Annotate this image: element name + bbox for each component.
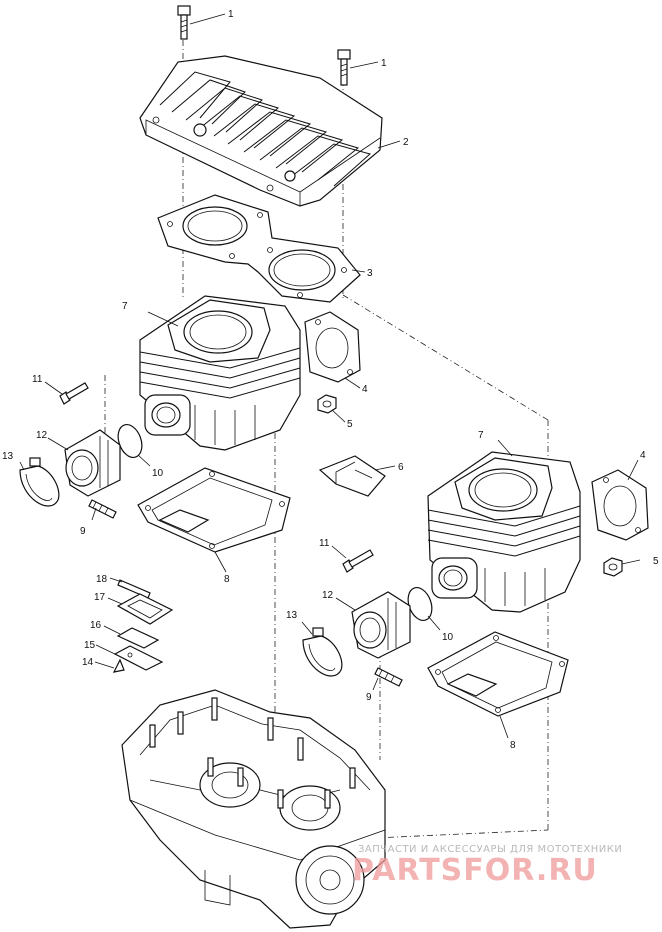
watermark-brand: PARTSFOR.RU [352,853,598,888]
watermark-tagline: ЗАПЧАСТИ И АКСЕССУАРЫ ДЛЯ МОТОТЕХНИКИ [358,844,622,855]
exhaust-gasket-left [304,311,361,383]
crankcase [121,689,386,929]
base-gasket-right [427,631,569,717]
callout-16: 16 [90,620,102,631]
callout-8-right: 8 [510,740,516,751]
callout-9-right: 9 [366,692,372,703]
callout-17: 17 [94,592,106,603]
cylinder-left [139,295,301,451]
callout-18: 18 [96,574,108,585]
clamp-left [19,457,60,507]
head-bolt-right [337,49,351,86]
reed-stop-screw [117,579,151,599]
callout-9-left: 9 [80,526,86,537]
callout-15: 15 [84,640,96,651]
callout-5-left: 5 [347,419,353,430]
callout-14: 14 [82,657,94,668]
reed-plate [113,645,164,671]
callout-3: 3 [367,268,373,279]
callout-11-left: 11 [32,374,43,385]
intake-adapter-right [351,591,411,659]
watermark: ЗАПЧАСТИ И АКСЕССУАРЫ ДЛЯ МОТОТЕХНИКИ PA… [352,844,622,888]
reed-fastener [112,658,125,673]
callout-2: 2 [403,137,409,148]
clamp-right [302,627,343,677]
callout-10-right: 10 [442,632,454,643]
callout-11-right: 11 [319,538,330,549]
callout-1-top: 1 [228,9,234,20]
callout-13-right: 13 [286,610,298,621]
head-gasket [157,194,361,303]
reed-valve-cage [116,593,174,625]
callout-12-right: 12 [322,590,334,601]
reed-petal [116,627,160,649]
intake-adapter-left [64,429,121,497]
screw-right [342,549,374,573]
nut-left [317,394,337,414]
exhaust-gasket-right [591,469,649,541]
callout-13-left: 13 [2,451,14,462]
leader-lines [19,13,641,739]
nut-right [603,557,623,577]
bracket [318,455,386,497]
cylinder-head [139,55,383,207]
base-gasket-left [137,467,291,553]
crankcase-studs [149,697,356,809]
callout-4-right: 4 [640,450,646,461]
cylinder-right [427,451,581,613]
head-bolt-left [177,5,191,40]
callout-10-left: 10 [152,468,164,479]
callout-7-right: 7 [478,430,484,441]
callout-7-left: 7 [122,301,128,312]
callout-12-left: 12 [36,430,48,441]
stud-left [88,499,117,519]
callout-labels: 1 1 2 3 7 4 5 11 12 13 10 9 8 6 7 4 5 11… [2,9,659,751]
callout-6: 6 [398,462,404,473]
stud-right [374,667,403,687]
callout-5-right: 5 [653,556,659,567]
head-cooling-fins [159,71,372,187]
callout-4-left: 4 [362,384,368,395]
callout-8-left: 8 [224,574,230,585]
screw-left [59,382,89,405]
callout-1-right: 1 [381,58,387,69]
